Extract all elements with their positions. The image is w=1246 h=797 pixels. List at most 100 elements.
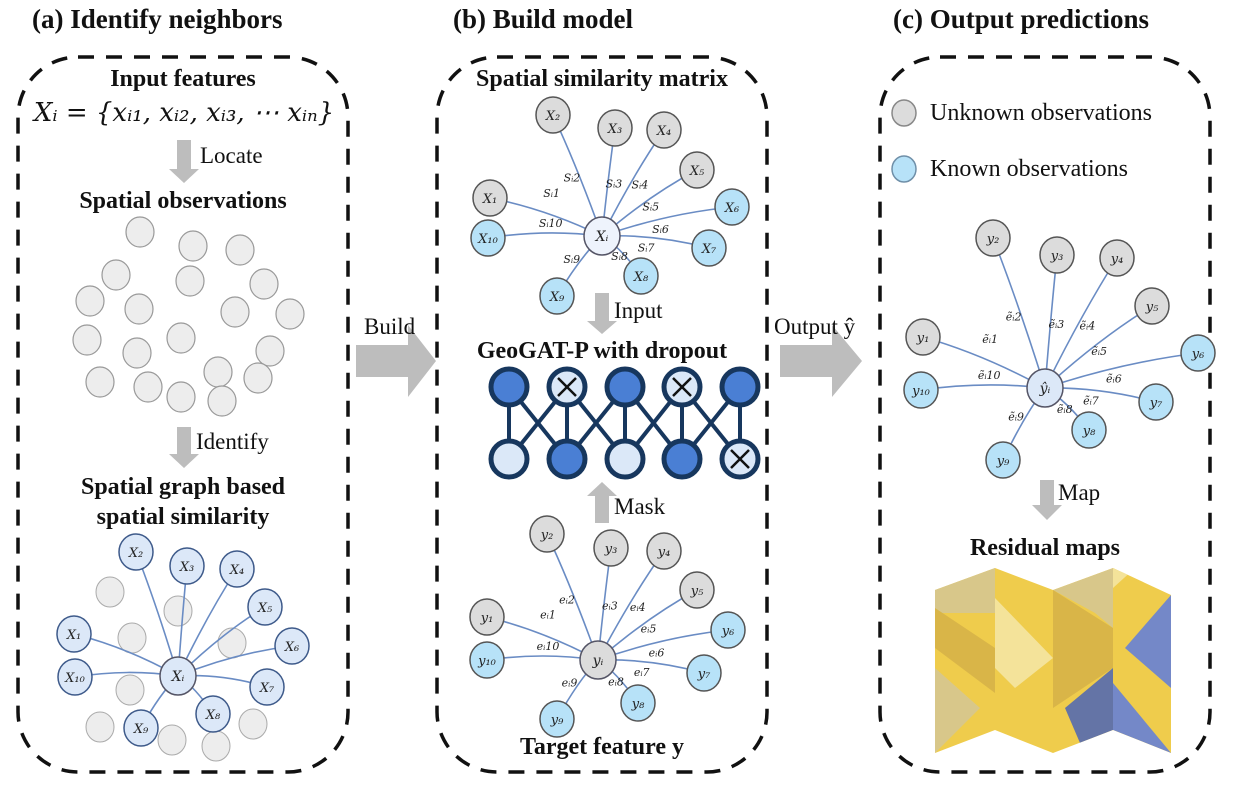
neighbor-label: y₁ [916, 331, 930, 346]
neighbor-node [469, 598, 505, 636]
edge-weight-label: eᵢ9 [562, 677, 578, 690]
neighbor-node [470, 219, 506, 257]
neighbor-label: X₈ [205, 708, 221, 723]
build-arrow-icon [356, 325, 436, 397]
neighbor-node [1071, 411, 1107, 449]
neighbor-label: X₃ [179, 560, 194, 575]
neighbor-node [646, 532, 682, 570]
observation-node [72, 324, 102, 356]
neighbor-label: X₄ [229, 563, 244, 578]
neighbor-label: X₇ [701, 242, 717, 257]
network-bottom-neuron [604, 438, 646, 480]
residual-map-icon [935, 568, 1171, 753]
neighbor-node [597, 109, 633, 147]
edge-weight-label: eᵢ6 [649, 647, 665, 660]
network-top-neuron [604, 366, 646, 408]
input-features-formula: Xᵢ = {xᵢ₁, xᵢ₂, xᵢ₃, ⋯ xᵢₙ} [33, 98, 335, 128]
observation-node [249, 268, 279, 300]
neighbor-node [469, 641, 505, 679]
neighbor-node [714, 188, 750, 226]
observation-node [75, 285, 105, 317]
observation-node [122, 337, 152, 369]
observation-node [207, 385, 237, 417]
center-node [159, 656, 197, 696]
neighbor-label: y₅ [1145, 300, 1159, 315]
mask-label: Mask [614, 494, 666, 519]
center-label: ŷᵢ [1039, 380, 1051, 397]
neighbor-label: X₆ [724, 201, 739, 216]
dropout-x-icon [557, 377, 577, 397]
unknown-node-icon [891, 99, 917, 127]
neighbor-node [535, 96, 571, 134]
panel-b-title: (b) Build model [453, 4, 634, 34]
network-bottom-neuron [546, 438, 588, 480]
neighbor-label: y₄ [657, 545, 671, 560]
map-label: Map [1058, 480, 1101, 505]
legend-known-label: Known observations [930, 155, 1128, 182]
neighbor-node [56, 615, 92, 653]
edge-weight-label: eᵢ4 [630, 601, 646, 614]
edge-weight-label: Sᵢ10 [539, 217, 563, 230]
background-node [115, 674, 145, 706]
edge-weight-label: Sᵢ7 [638, 241, 655, 254]
neighbor-label: y₂ [540, 528, 554, 543]
neighbor-label: X₉ [133, 722, 149, 737]
edge-weight-label: Sᵢ5 [642, 200, 659, 213]
neighbor-label: y₆ [1191, 347, 1205, 362]
center-label: Xᵢ [171, 669, 185, 685]
background-node [157, 724, 187, 756]
map-arrow-icon [1032, 480, 1062, 520]
neighbor-node [1138, 383, 1174, 421]
neighbor-label: y₅ [690, 584, 704, 599]
neighbor-label: X₁₀ [477, 232, 498, 247]
neighbor-label: X₁ [482, 192, 497, 207]
neighbor-node [985, 441, 1021, 479]
neighbor-label: X₂ [545, 109, 560, 124]
neighbor-node [1134, 287, 1170, 325]
input-arrow-icon [587, 293, 617, 334]
edge-weight-label: eᵢ1 [540, 609, 556, 622]
neighbor-label: X₄ [656, 124, 671, 139]
neighbor-label: X₁₀ [64, 671, 85, 686]
edge-weight-label: Sᵢ9 [563, 253, 580, 266]
neighbor-node [646, 111, 682, 149]
neighbor-node [686, 654, 722, 692]
neighbor-label: y₃ [1050, 249, 1064, 264]
observation-node [175, 265, 205, 297]
neighbor-node [195, 695, 231, 733]
background-node [95, 576, 125, 608]
observation-node [220, 296, 250, 328]
panel-b-frame [435, 55, 769, 774]
neighbor-label: X₅ [257, 601, 273, 616]
neighbor-node [903, 371, 939, 409]
neighbor-node [249, 668, 285, 706]
background-node [85, 711, 115, 743]
locate-label: Locate [200, 143, 263, 168]
input-features-heading: Input features [110, 66, 256, 92]
neighbor-label: X₈ [633, 270, 649, 285]
edge-weight-label: ẽᵢ8 [1057, 403, 1073, 416]
edge-weight-label: Sᵢ4 [632, 178, 649, 191]
neighbor-label: y₁₀ [477, 654, 497, 669]
neighbor-label: X₇ [259, 681, 275, 696]
mask-arrow-icon [587, 482, 617, 523]
edge-weight-label: ẽᵢ2 [1006, 311, 1022, 324]
background-node [117, 622, 147, 654]
neighbor-label: y₉ [550, 713, 564, 728]
neighbor-label: X₃ [607, 122, 622, 137]
neighbor-node [274, 627, 310, 665]
identify-arrow-icon [169, 427, 199, 468]
neighbor-node [57, 658, 93, 696]
panel-a-frame [16, 55, 350, 774]
edge-weight-label: Sᵢ1 [543, 187, 560, 200]
identify-label: Identify [196, 429, 269, 454]
neighbor-node [169, 547, 205, 585]
legend-unknown-label: Unknown observations [930, 99, 1152, 126]
neighbor-node [593, 529, 629, 567]
neighbor-label: y₈ [1082, 424, 1096, 439]
